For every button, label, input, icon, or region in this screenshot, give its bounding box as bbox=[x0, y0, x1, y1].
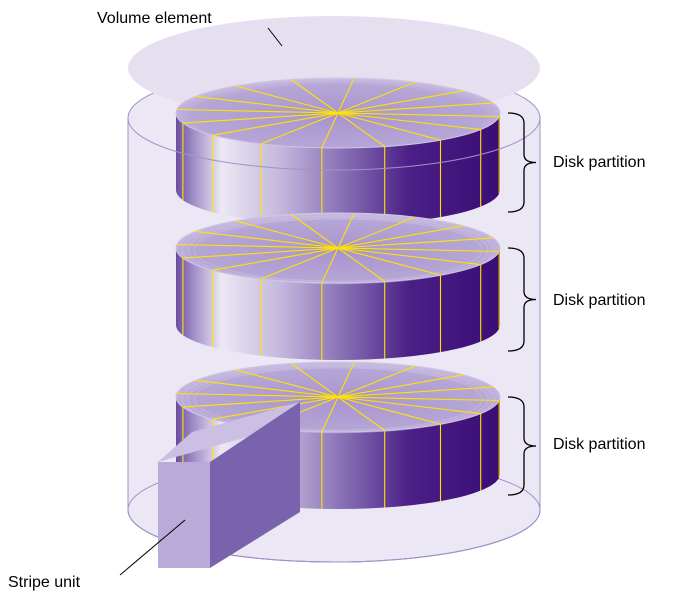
stripe-boundary-top bbox=[235, 220, 339, 249]
stripe-boundary-top bbox=[195, 95, 339, 114]
stripe-boundary-top bbox=[212, 112, 339, 136]
stripe-boundary-top bbox=[261, 112, 339, 145]
stripe-boundary-top bbox=[337, 112, 500, 118]
stripe-boundary-top bbox=[182, 396, 339, 408]
stripe-boundary-top bbox=[235, 85, 339, 114]
stripe-boundary-top bbox=[337, 365, 415, 398]
stripe-boundary-top bbox=[337, 112, 441, 141]
stripe-boundary-top bbox=[337, 112, 386, 147]
stripe-boundary-top bbox=[321, 396, 339, 433]
partition-braces bbox=[507, 112, 537, 496]
stripe-boundary-top bbox=[337, 396, 481, 415]
stripe-boundary-top bbox=[337, 386, 494, 398]
stripe-boundary-top bbox=[337, 212, 355, 249]
stripe-boundary-top bbox=[321, 112, 339, 149]
disk-top-ring bbox=[193, 218, 483, 282]
stripe-boundary-top bbox=[195, 230, 339, 249]
stripe-boundary-top bbox=[337, 247, 441, 276]
stripe-boundary-top bbox=[337, 396, 500, 402]
disk-partition-label-2: Disk partition bbox=[553, 292, 645, 309]
disk-partition-2 bbox=[175, 212, 501, 360]
stripe-boundary-top bbox=[212, 247, 339, 271]
disk-top-ring bbox=[187, 217, 489, 283]
stripe-boundary-top bbox=[337, 237, 494, 249]
brace-1 bbox=[507, 112, 537, 213]
brace-3 bbox=[507, 396, 537, 496]
stripe-boundary-top bbox=[337, 396, 441, 425]
stripe-boundary-top bbox=[337, 247, 386, 282]
stripe-boundary-top bbox=[195, 379, 339, 398]
volume-front-rims bbox=[127, 117, 541, 563]
stripe-boundary-top bbox=[176, 108, 339, 114]
stripe-boundary-top bbox=[176, 392, 339, 398]
volume-element-label: Volume element bbox=[97, 10, 212, 27]
stripe-boundary-top bbox=[212, 396, 339, 420]
stripe-boundary-top bbox=[176, 243, 339, 249]
stripe-boundary-top bbox=[337, 90, 464, 114]
disk-partition-label-3: Disk partition bbox=[553, 436, 645, 453]
stripe-boundary-top bbox=[337, 247, 500, 253]
stripe-boundary-top bbox=[321, 247, 339, 284]
disk-top-ring bbox=[193, 367, 483, 431]
stripe-boundary-top bbox=[337, 102, 494, 114]
stripe-boundary-top bbox=[337, 361, 355, 398]
disk-partition-1 bbox=[175, 77, 501, 225]
stripe-boundary-top bbox=[290, 363, 339, 398]
disk-stack bbox=[175, 77, 501, 509]
stripe-boundary-top bbox=[337, 216, 415, 249]
stripe-boundary-top bbox=[337, 112, 481, 131]
stripe-boundary-top bbox=[182, 247, 339, 259]
stripe-boundary-top bbox=[290, 79, 339, 114]
brace-2 bbox=[507, 247, 537, 352]
disk-top-ring bbox=[181, 215, 495, 285]
stripe-boundary-top bbox=[337, 225, 464, 249]
stripe-boundary-top bbox=[235, 369, 339, 398]
stripe-boundary-top bbox=[337, 77, 355, 114]
stripe-boundary-top bbox=[337, 81, 415, 114]
stripe-boundary-top bbox=[337, 247, 481, 266]
stripe-unit-block bbox=[158, 402, 300, 568]
disk-top-ring bbox=[181, 364, 495, 434]
stripe-boundary-top bbox=[290, 214, 339, 249]
stripe-boundary-top bbox=[337, 396, 386, 431]
volume-element-leader bbox=[267, 27, 283, 47]
stripe-boundary-top bbox=[337, 374, 464, 398]
stripe-boundary-top bbox=[182, 112, 339, 124]
stripe-unit-label: Stripe unit bbox=[8, 574, 81, 591]
stripe-unit-leader bbox=[119, 519, 186, 576]
disk-top-ring bbox=[187, 366, 489, 432]
disk-partition-label-1: Disk partition bbox=[553, 154, 645, 171]
stripe-boundary-top bbox=[261, 247, 339, 280]
